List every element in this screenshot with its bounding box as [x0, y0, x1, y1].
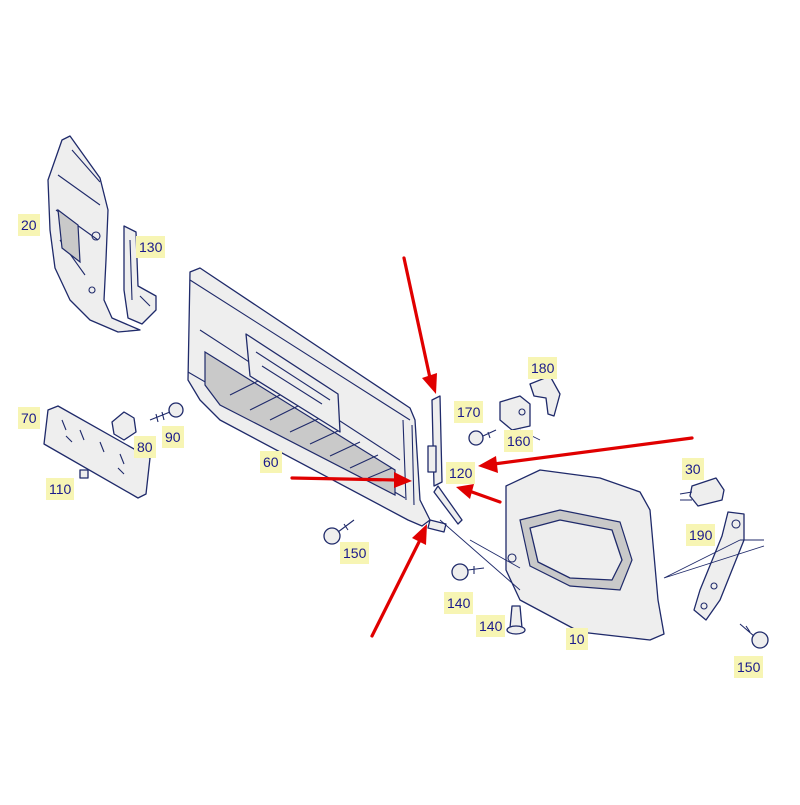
part-30-spacer [679, 477, 725, 507]
red-arrow-top [402, 256, 437, 394]
part-140-screw-lower [506, 605, 526, 635]
red-arrow-left [290, 472, 412, 488]
callout-170: 170 [454, 401, 484, 423]
part-120-strips [427, 395, 463, 533]
part-20-left-end-cap [47, 135, 141, 333]
callout-60: 60 [260, 451, 282, 473]
callout-140-lower: 140 [476, 615, 506, 637]
callout-90: 90 [162, 426, 184, 448]
callout-30: 30 [682, 458, 704, 480]
part-160-bracket [499, 395, 531, 431]
red-arrow-bottom [370, 524, 427, 638]
part-90-screw [149, 402, 184, 423]
part-60-bumper-cover [187, 267, 431, 527]
part-80-clip [111, 411, 137, 441]
callout-130: 130 [136, 236, 166, 258]
callout-120: 120 [446, 462, 476, 484]
callout-80: 80 [134, 436, 156, 458]
part-170-bolt [468, 429, 497, 446]
part-110-nut [79, 469, 89, 479]
part-10-right-end-cap [505, 469, 665, 641]
callout-180: 180 [528, 357, 558, 379]
callout-150-left: 150 [340, 542, 370, 564]
part-70-plate-holder [43, 405, 151, 499]
part-180-bracket [529, 375, 561, 417]
red-arrow-right-upper [478, 436, 694, 473]
part-150-screw-left [323, 519, 355, 545]
callout-160: 160 [504, 430, 534, 452]
part-150-screw-right [739, 623, 769, 649]
callout-140-upper: 140 [444, 592, 474, 614]
part-190-bracket-arm [693, 511, 745, 621]
callout-150-right: 150 [734, 656, 764, 678]
callout-10: 10 [566, 628, 588, 650]
callout-20: 20 [18, 214, 40, 236]
callout-110: 110 [46, 478, 75, 500]
callout-70: 70 [18, 407, 40, 429]
callout-190: 190 [686, 524, 716, 546]
red-arrow-right-lower [456, 484, 502, 504]
part-140-screw-upper [451, 563, 485, 581]
